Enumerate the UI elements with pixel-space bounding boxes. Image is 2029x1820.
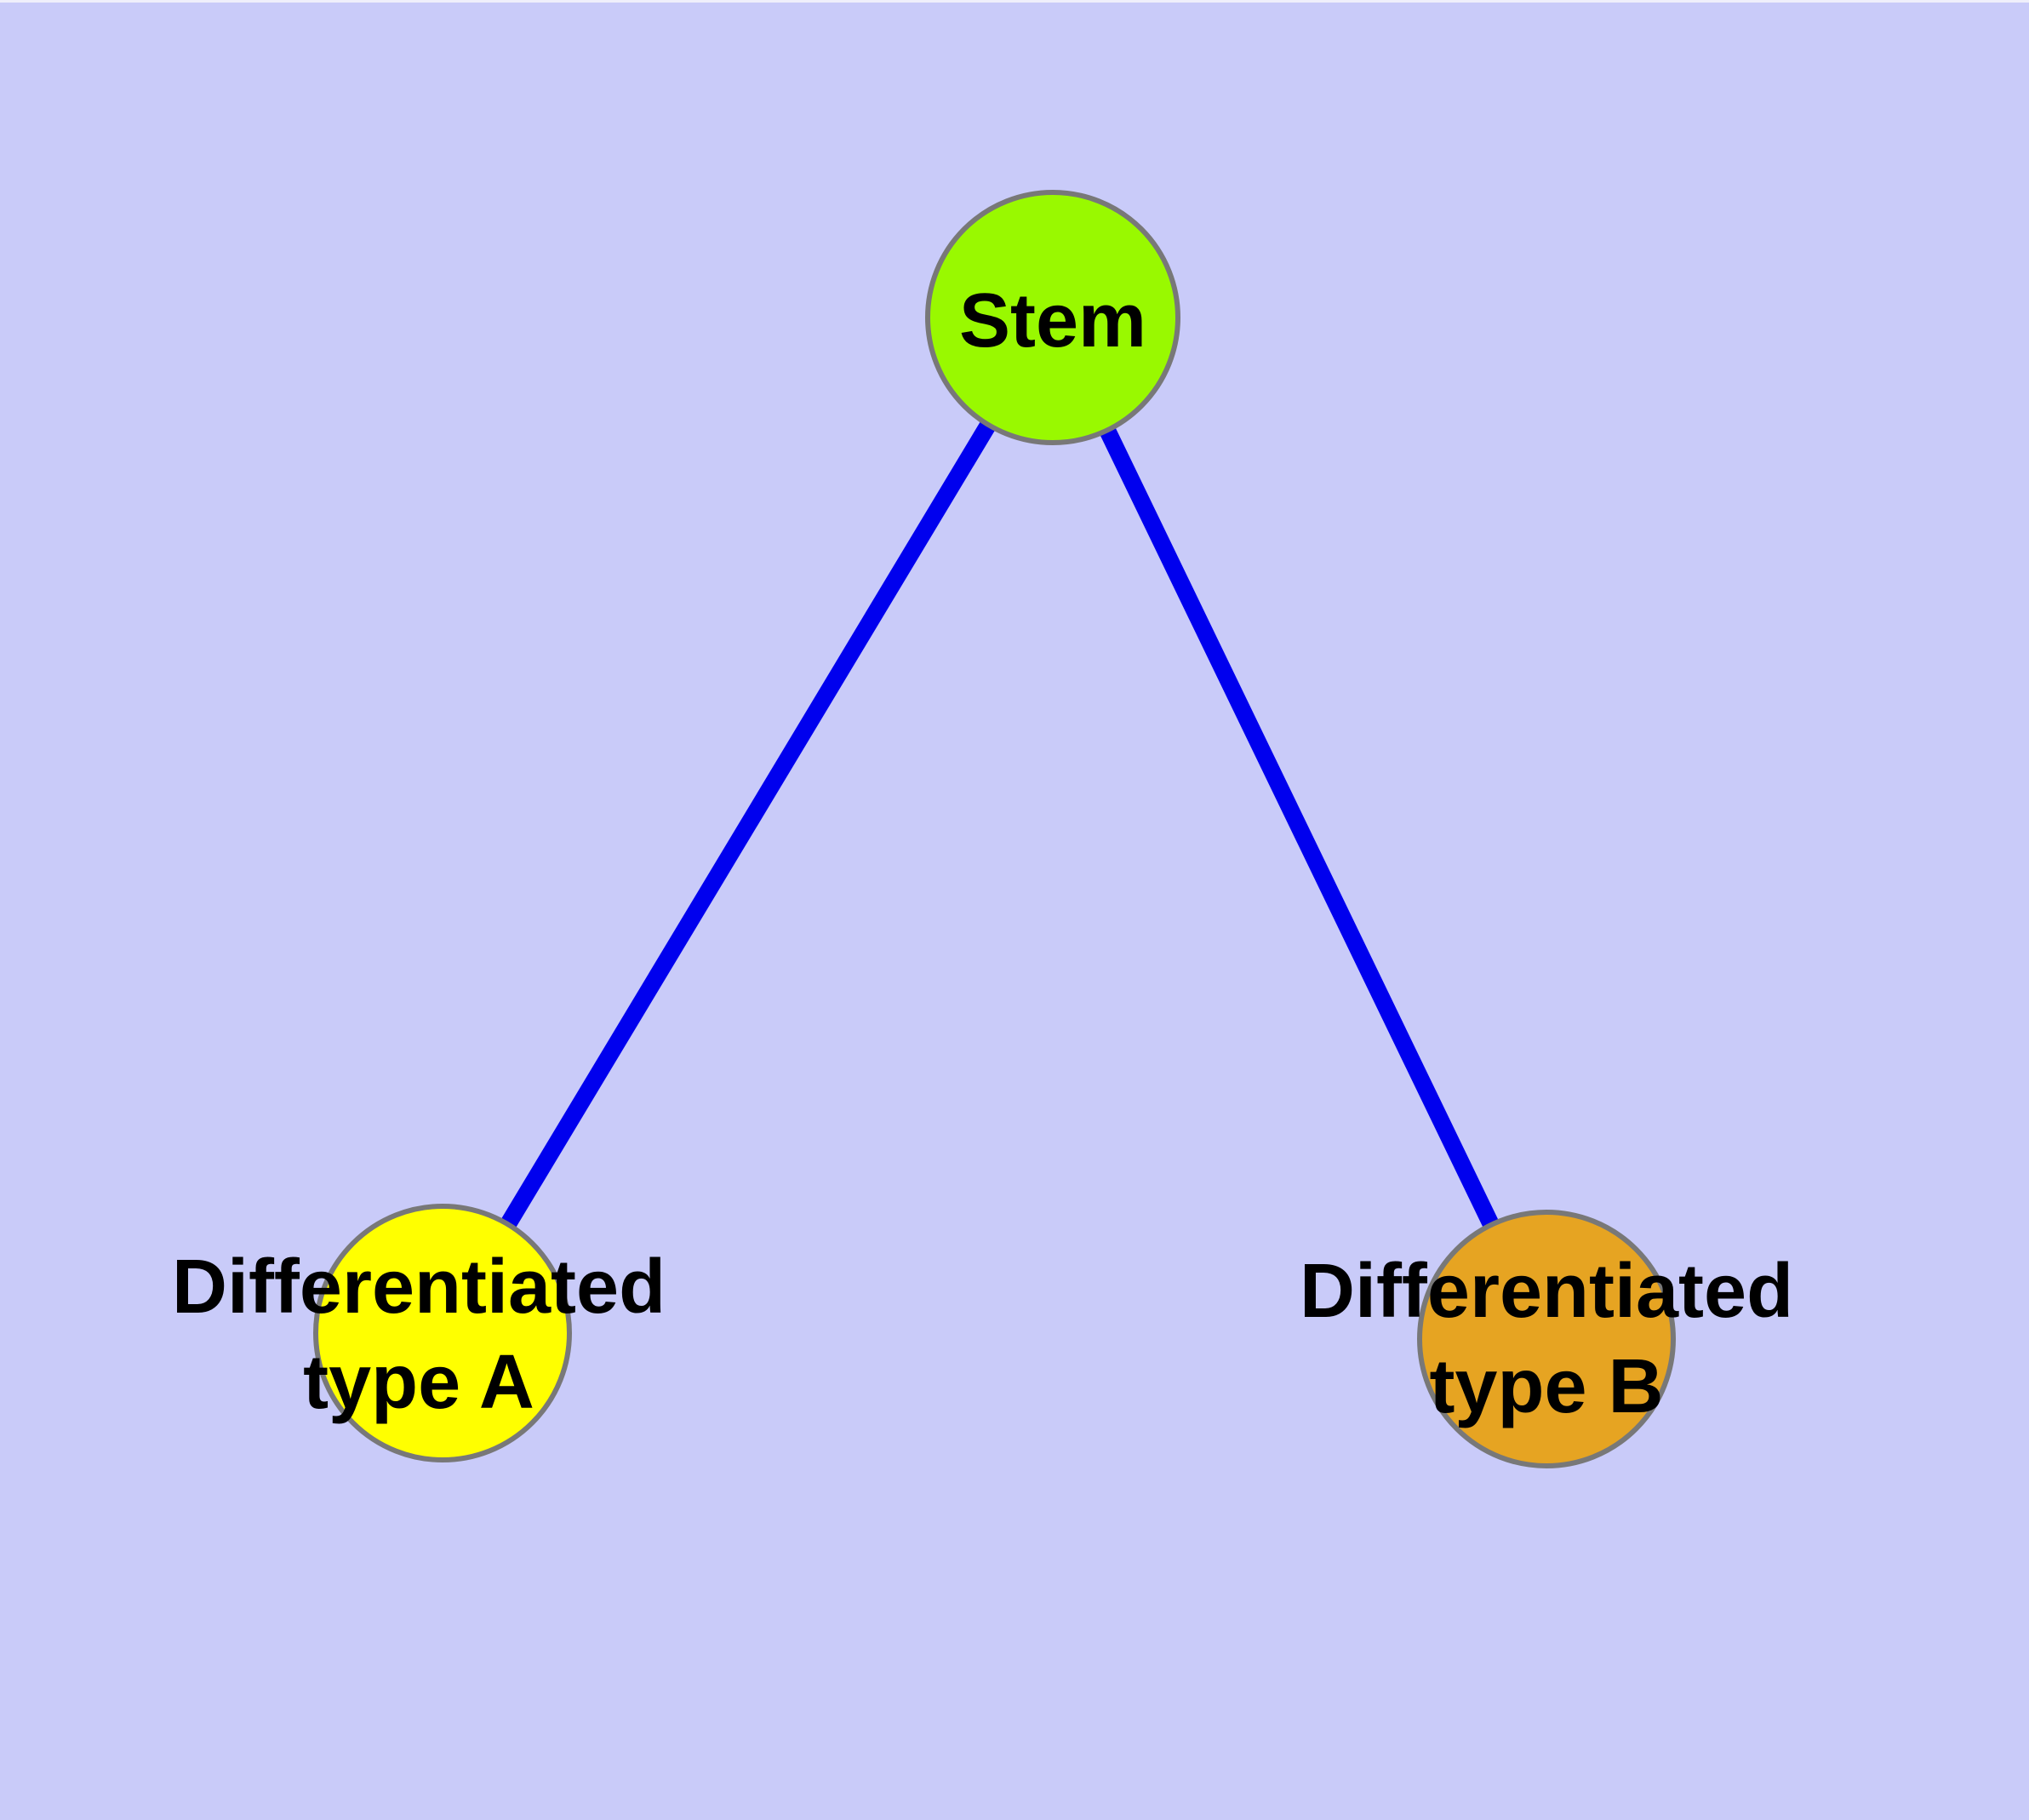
canvas-top-edge [0, 0, 2029, 3]
node-type-b-label-line1: Differentiated [1299, 1249, 1794, 1334]
node-type-a-label: Differentiated type A [172, 1239, 666, 1430]
node-differentiated-type-a [313, 1204, 572, 1462]
node-type-a-label-line2: type A [303, 1340, 534, 1425]
node-stem-label: Stem [958, 278, 1147, 363]
node-type-a-label-line1: Differentiated [171, 1245, 666, 1330]
node-differentiated-type-b [1417, 1210, 1676, 1468]
node-type-b-label: Differentiated type B [1300, 1244, 1793, 1434]
node-type-b-label-line2: type B [1429, 1344, 1664, 1429]
node-stem [925, 190, 1180, 445]
edge-stem-to-type-a [435, 312, 1060, 1338]
edge-stem-to-type-b [1044, 313, 1555, 1343]
